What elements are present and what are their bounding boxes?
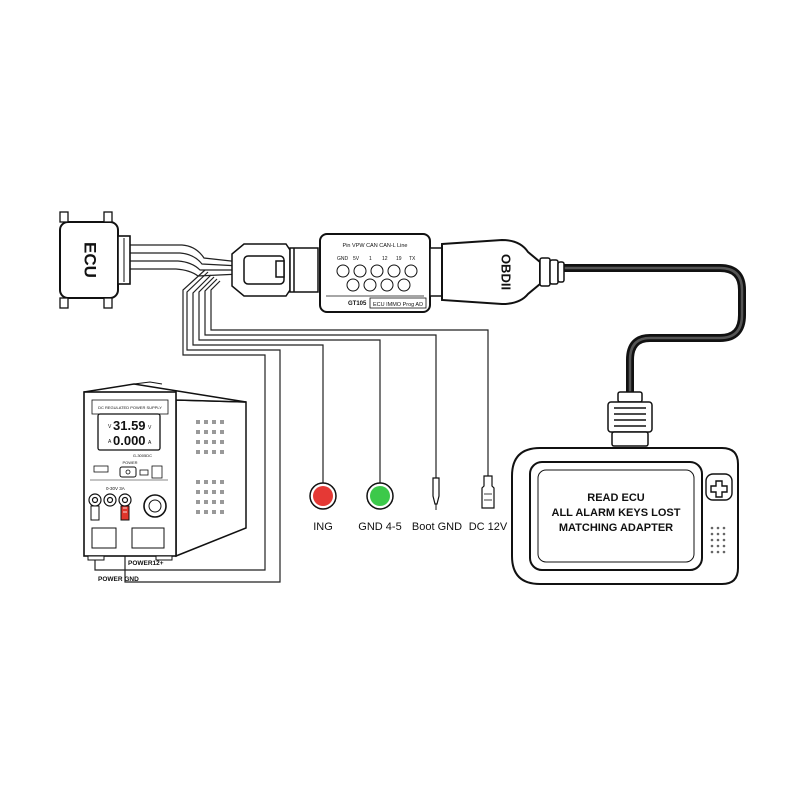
ecu-wire: [128, 260, 240, 271]
tablet-grip-dots: [710, 526, 726, 554]
ecu-module: ECU: [59, 211, 131, 309]
power-supply: DC REGULATED POWER SUPPLY V 31.59 V A 0.…: [83, 381, 247, 561]
psu-voltage-prefix: V: [108, 424, 112, 430]
boot-gnd-connector: Boot GND: [412, 477, 462, 533]
wire-to-power-gnd: [94, 269, 266, 571]
connector-label: Boot GND: [412, 521, 462, 533]
connector-label: ING: [313, 521, 333, 533]
gt105-adapter: Pin VPW CAN CAN-L Line GND 5V 1 12 19 TX…: [319, 233, 431, 313]
socket: [363, 278, 377, 292]
gnd45-connector: GND 4-5: [358, 482, 402, 533]
psu-model: G-3005DC: [133, 453, 152, 458]
psu-current-unit: A: [148, 440, 152, 446]
adapter-brand: GT105: [348, 301, 367, 307]
wire-to-boot-gnd: [204, 278, 437, 478]
pin-label: TX: [409, 256, 416, 262]
connector-label: DC 12V: [469, 521, 508, 533]
psu-current: 0.000: [113, 433, 146, 448]
screen-line: ALL ALARM KEYS LOST: [552, 507, 681, 519]
pin-label: 19: [396, 256, 402, 262]
power-plus-label: POWER12+: [128, 560, 164, 567]
socket: [370, 264, 384, 278]
power-gnd-label: POWER GND: [98, 576, 139, 583]
wire-to-power-plus: [124, 271, 281, 583]
adapter-header: Pin VPW CAN CAN-L Line: [343, 243, 408, 249]
ing-red-dot: [313, 486, 333, 506]
wire-group: [94, 244, 489, 583]
alligator-clips: [90, 505, 130, 521]
psu-range: 0-30V 3A: [106, 486, 125, 491]
adapter-pin-labels: GND 5V 1 12 19 TX: [337, 256, 416, 262]
psu-current-prefix: A: [108, 439, 112, 445]
pin-label: GND: [337, 256, 349, 262]
dpad-icon: [705, 473, 733, 501]
ing-connector: ING: [309, 482, 337, 533]
psu-terminals: [88, 493, 132, 507]
adapter-sockets: [336, 264, 418, 292]
pin-label: 1: [369, 256, 372, 262]
psu-display: [97, 413, 161, 451]
connector-label: GND 4-5: [358, 521, 401, 533]
db9-connector: [607, 391, 653, 447]
socket: [387, 264, 401, 278]
screen-line: READ ECU: [587, 492, 645, 504]
wire-to-gnd45: [198, 276, 381, 484]
main-cable: [550, 264, 746, 395]
dc12v-connector: DC 12V: [469, 475, 508, 533]
psu-voltage-unit: V: [148, 425, 152, 431]
pin-label: 12: [382, 256, 388, 262]
wire-to-ing: [192, 274, 324, 484]
diagnostic-tablet: READ ECU ALL ALARM KEYS LOST MATCHING AD…: [511, 447, 739, 585]
ecu-label: ECU: [81, 242, 100, 278]
screen-line: MATCHING ADAPTER: [559, 522, 673, 534]
tablet-screen: [537, 469, 695, 563]
psu-voltage: 31.59: [113, 418, 146, 433]
socket: [346, 278, 360, 292]
obdii-label: OBDII: [499, 254, 514, 290]
ecu-wire: [128, 252, 241, 267]
socket: [353, 264, 367, 278]
gnd45-green-dot: [370, 486, 390, 506]
barrel-plug-icon: [481, 475, 495, 509]
adapter-model: ECU IMMO Prog AD: [373, 302, 423, 308]
obdii-connector: OBDII: [429, 238, 565, 306]
pin-label: 5V: [353, 256, 360, 262]
socket: [380, 278, 394, 292]
socket: [397, 278, 411, 292]
wire-to-dc12v: [210, 280, 489, 476]
ecu-wire: [128, 244, 241, 263]
psu-power-label: POWER: [122, 460, 137, 465]
socket: [404, 264, 418, 278]
obd-plug: [231, 243, 319, 297]
cable-strain-relief: [539, 257, 565, 287]
pin-probe-icon: [432, 477, 440, 505]
socket: [336, 264, 350, 278]
vent-grille: [196, 420, 224, 514]
psu-title: DC REGULATED POWER SUPPLY: [98, 405, 162, 410]
